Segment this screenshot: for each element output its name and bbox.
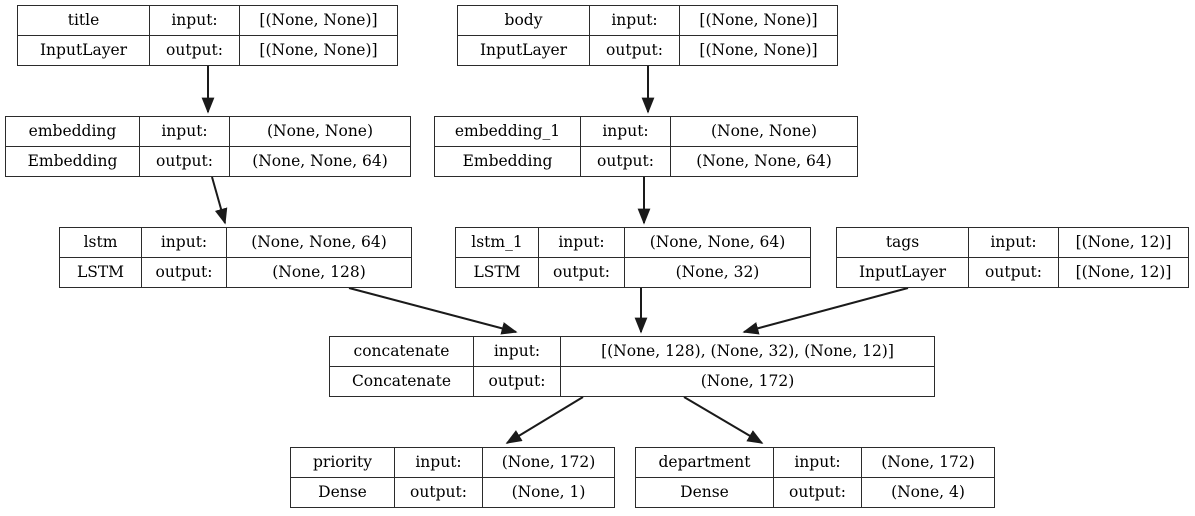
node-lstm_1-name: lstm_1	[456, 228, 539, 257]
node-priority-input-shape: (None, 172)	[501, 452, 596, 471]
node-body-output-label: output:	[590, 36, 680, 65]
node-lstm-output-label: output:	[142, 258, 227, 287]
edge-tags-to-concatenate	[742, 287, 909, 335]
node-lstm-name: lstm	[60, 228, 142, 257]
node-concatenate-input-label: input:	[474, 337, 561, 366]
node-body-class: InputLayer	[458, 36, 590, 65]
node-embedding_1-output-shape: (None, None, 64)	[696, 151, 832, 170]
node-department-class: Dense	[636, 478, 774, 507]
node-body-name: body	[458, 6, 590, 35]
node-priority-output-label: output:	[395, 478, 483, 507]
node-body[interactable]: body input: [(None, None)] InputLayer ou…	[457, 5, 838, 66]
node-department[interactable]: department input: (None, 172) Dense outp…	[635, 447, 995, 508]
node-priority-input-row: priority input: (None, 172)	[291, 448, 614, 478]
node-body-output-shape: [(None, None)]	[699, 40, 818, 59]
node-lstm-output-row: LSTM output: (None, 128)	[60, 258, 411, 287]
node-lstm-input-label: input:	[142, 228, 227, 257]
node-tags-input-label: input:	[969, 228, 1059, 257]
node-lstm_1-output-label: output:	[539, 258, 625, 287]
node-embedding-input-shape: (None, None)	[266, 121, 374, 140]
edge-embedding-to-lstm	[211, 176, 228, 225]
node-title-input-shape: [(None, None)]	[259, 10, 378, 29]
node-tags-output-label: output:	[969, 258, 1059, 287]
node-lstm-input-shape: (None, None, 64)	[251, 232, 387, 251]
node-embedding_1-input-shape: (None, None)	[710, 121, 818, 140]
node-title-input-row: title input: [(None, None)]	[18, 6, 397, 36]
node-body-input-label: input:	[590, 6, 680, 35]
node-lstm[interactable]: lstm input: (None, None, 64) LSTM output…	[59, 227, 412, 288]
node-tags[interactable]: tags input: [(None, 12)] InputLayer outp…	[836, 227, 1189, 288]
node-title-output-row: InputLayer output: [(None, None)]	[18, 36, 397, 65]
node-department-input-shape: (None, 172)	[881, 452, 975, 471]
node-concatenate-output-row: Concatenate output: (None, 172)	[330, 367, 934, 396]
node-lstm_1-output-shape: (None, 32)	[675, 262, 760, 281]
node-embedding_1-class: Embedding	[435, 147, 581, 176]
node-lstm-output-shape: (None, 128)	[272, 262, 366, 281]
node-department-output-row: Dense output: (None, 4)	[636, 478, 994, 507]
node-embedding_1[interactable]: embedding_1 input: (None, None) Embeddin…	[434, 116, 858, 177]
node-embedding-input-row: embedding input: (None, None)	[6, 117, 410, 147]
node-embedding-input-label: input:	[140, 117, 230, 146]
node-concatenate-input-shape: [(None, 128), (None, 32), (None, 12)]	[601, 341, 894, 360]
node-concatenate-name: concatenate	[330, 337, 474, 366]
node-lstm_1[interactable]: lstm_1 input: (None, None, 64) LSTM outp…	[455, 227, 811, 288]
node-embedding-output-shape: (None, None, 64)	[252, 151, 388, 170]
node-body-output-row: InputLayer output: [(None, None)]	[458, 36, 837, 65]
node-embedding[interactable]: embedding input: (None, None) Embedding …	[5, 116, 411, 177]
node-concatenate[interactable]: concatenate input: [(None, 128), (None, …	[329, 336, 935, 397]
node-department-output-shape: (None, 4)	[891, 482, 965, 501]
node-title-name: title	[18, 6, 150, 35]
node-concatenate-input-row: concatenate input: [(None, 128), (None, …	[330, 337, 934, 367]
node-tags-output-row: InputLayer output: [(None, 12)]	[837, 258, 1188, 287]
node-embedding_1-output-row: Embedding output: (None, None, 64)	[435, 147, 857, 176]
node-lstm_1-class: LSTM	[456, 258, 539, 287]
edge-concatenate-to-department	[683, 396, 764, 444]
node-lstm_1-input-shape: (None, None, 64)	[649, 232, 786, 251]
node-embedding-name: embedding	[6, 117, 140, 146]
node-title-output-label: output:	[150, 36, 240, 65]
edge-concatenate-to-priority	[505, 396, 584, 444]
node-tags-input-shape: [(None, 12)]	[1075, 232, 1172, 251]
node-embedding-class: Embedding	[6, 147, 140, 176]
node-title[interactable]: title input: [(None, None)] InputLayer o…	[17, 5, 398, 66]
node-title-input-label: input:	[150, 6, 240, 35]
node-body-input-shape: [(None, None)]	[699, 10, 818, 29]
node-tags-name: tags	[837, 228, 969, 257]
node-department-input-label: input:	[774, 448, 862, 477]
node-department-input-row: department input: (None, 172)	[636, 448, 994, 478]
node-tags-output-shape: [(None, 12)]	[1075, 262, 1172, 281]
node-concatenate-output-label: output:	[474, 367, 561, 396]
node-tags-class: InputLayer	[837, 258, 969, 287]
node-concatenate-output-shape: (None, 172)	[700, 371, 795, 390]
node-department-name: department	[636, 448, 774, 477]
node-title-class: InputLayer	[18, 36, 150, 65]
node-department-output-label: output:	[774, 478, 862, 507]
node-priority-input-label: input:	[395, 448, 483, 477]
node-embedding_1-name: embedding_1	[435, 117, 581, 146]
node-lstm_1-input-label: input:	[539, 228, 625, 257]
node-priority-output-row: Dense output: (None, 1)	[291, 478, 614, 507]
node-title-output-shape: [(None, None)]	[259, 40, 378, 59]
node-lstm-class: LSTM	[60, 258, 142, 287]
node-embedding-output-row: Embedding output: (None, None, 64)	[6, 147, 410, 176]
node-priority-class: Dense	[291, 478, 395, 507]
edge-lstm-to-concatenate	[348, 287, 518, 335]
node-priority[interactable]: priority input: (None, 172) Dense output…	[290, 447, 615, 508]
node-embedding_1-input-row: embedding_1 input: (None, None)	[435, 117, 857, 147]
node-embedding-output-label: output:	[140, 147, 230, 176]
node-body-input-row: body input: [(None, None)]	[458, 6, 837, 36]
node-lstm_1-input-row: lstm_1 input: (None, None, 64)	[456, 228, 810, 258]
node-lstm_1-output-row: LSTM output: (None, 32)	[456, 258, 810, 287]
node-embedding_1-input-label: input:	[581, 117, 671, 146]
node-priority-name: priority	[291, 448, 395, 477]
node-concatenate-class: Concatenate	[330, 367, 474, 396]
node-lstm-input-row: lstm input: (None, None, 64)	[60, 228, 411, 258]
node-embedding_1-output-label: output:	[581, 147, 671, 176]
node-tags-input-row: tags input: [(None, 12)]	[837, 228, 1188, 258]
node-priority-output-shape: (None, 1)	[511, 482, 586, 501]
